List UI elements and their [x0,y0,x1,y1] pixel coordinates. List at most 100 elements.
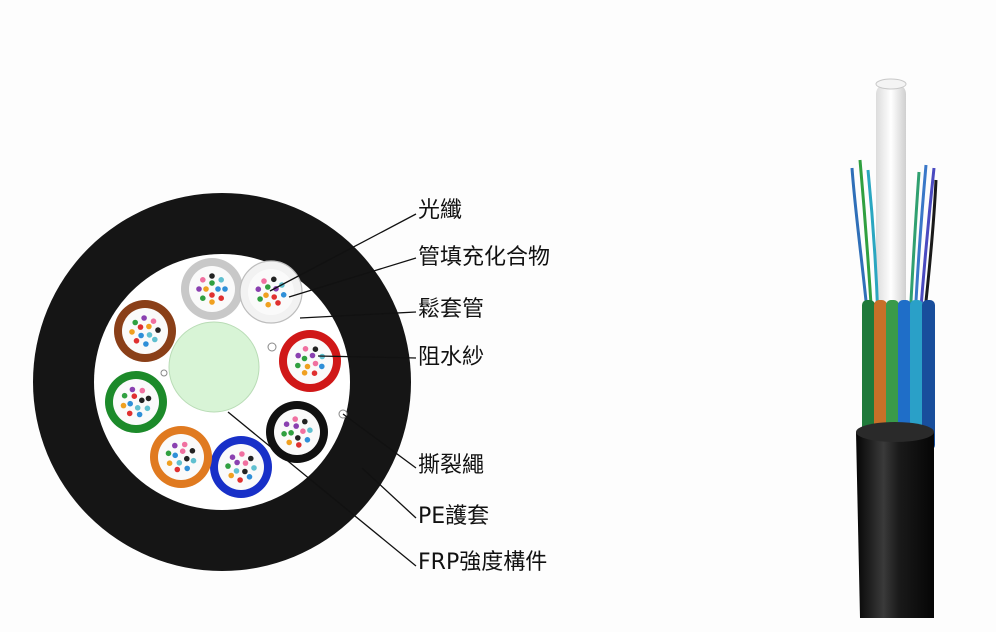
optical-fiber-dot [146,332,153,338]
optical-fiber-dot [307,427,313,434]
cable-center-rod [876,84,906,344]
cable-loose-tube [922,300,935,450]
optical-fiber-dot [181,441,188,448]
optical-fiber-dot [139,387,146,394]
optical-fiber-dot [209,292,215,298]
tube-filling-compound [158,434,204,480]
label-fiber: 光纖 [418,198,463,223]
optical-fiber-dot [141,315,147,321]
cable-loose-tube [874,300,887,450]
optical-fiber-dot [150,318,157,325]
optical-fiber-dot [302,418,308,425]
cable-side-view [850,78,938,618]
optical-fiber-dot [283,421,290,428]
optical-fiber-dot [309,352,316,359]
optical-fiber-dot [209,299,215,305]
optical-fiber-dot [248,455,254,462]
optical-fiber-dot [184,465,190,472]
optical-fiber-dot [131,393,138,400]
leader-line [361,467,417,519]
optical-fiber-dot [311,370,318,377]
leader-line [299,311,417,319]
optical-fiber-dot [263,292,269,299]
optical-fiber-dot [233,468,240,474]
optical-fiber-dot [133,338,140,344]
ripcord [267,342,277,352]
optical-fiber-dot [234,459,240,466]
optical-fiber-dot [152,336,158,343]
optical-fiber-dot [222,286,228,292]
optical-fiber-dot [189,448,196,454]
label-ripcord: 撕裂繩 [418,453,485,478]
leader-line [317,355,417,359]
optical-fiber-dot [296,442,302,448]
optical-fiber-dot [132,319,138,326]
optical-fiber-dot [203,286,209,292]
optical-fiber-dot [200,295,206,302]
optical-fiber-dot [190,457,197,464]
optical-fiber-dot [312,346,319,353]
optical-fiber-dot [304,363,311,370]
cable-loose-tube [862,300,875,450]
optical-fiber-dot [271,294,278,300]
optical-fiber-dot [166,460,173,467]
optical-fiber-dot [134,405,141,411]
label-filling-compound: 管填充化合物 [418,245,551,270]
fiber-strand [866,169,880,321]
tube-filling-compound [248,269,294,315]
optical-fiber-dot [176,460,183,466]
optical-fiber-dot [280,292,287,298]
label-water-blocking-yarn: 阻水紗 [418,345,485,370]
optical-fiber-dot [209,273,215,279]
leader-line [342,413,417,469]
optical-fiber-dot [129,386,136,393]
optical-fiber-dot [145,395,152,402]
tube-filling-compound [287,338,333,384]
optical-fiber-dot [295,352,302,359]
optical-fiber-dot [120,402,127,409]
optical-fiber-dot [281,431,287,437]
leader-line [288,257,417,298]
optical-fiber-dot [261,278,267,284]
optical-fiber-dot [174,466,181,473]
frp-strength-member [168,321,260,413]
optical-fiber-dot [144,405,151,412]
optical-fiber-dot [302,346,309,352]
optical-fiber-dot [209,280,215,286]
optical-fiber-dot [143,341,149,347]
optical-fiber-dot [257,296,263,302]
optical-fiber-dot [239,451,245,457]
cable-loose-tube [898,300,911,450]
optical-fiber-dot [275,300,281,306]
optical-fiber-dot [301,355,308,362]
optical-fiber-dot [139,397,145,404]
optical-fiber-dot [126,410,133,417]
optical-fiber-dot [246,474,253,480]
optical-fiber-dot [184,455,190,462]
fiber-strand [850,167,870,321]
fiber-strand [858,159,874,321]
tube-filling-compound [218,444,264,490]
leader-line [227,411,417,567]
optical-fiber-dot [265,301,272,308]
optical-fiber-dot [251,465,257,471]
optical-fiber-dot [196,286,202,292]
optical-fiber-dot [200,277,206,283]
optical-fiber-dot [165,450,172,457]
tube-filling-compound [189,266,235,312]
cable-center-rod-top [875,78,907,90]
optical-fiber-dot [293,423,300,429]
optical-fiber-dot [242,460,249,466]
optical-fiber-dot [292,416,299,422]
label-frp-strength-member: FRP強度構件 [418,550,548,575]
optical-fiber-dot [129,329,135,335]
cable-loose-tube [886,300,899,450]
optical-fiber-dot [121,392,128,399]
optical-fiber-dot [225,463,231,469]
label-pe-sheath: PE護套 [418,504,490,529]
label-loose-tube: 鬆套管 [418,297,485,322]
optical-fiber-dot [286,439,293,446]
optical-fiber-dot [172,452,178,459]
optical-fiber-dot [242,468,248,475]
